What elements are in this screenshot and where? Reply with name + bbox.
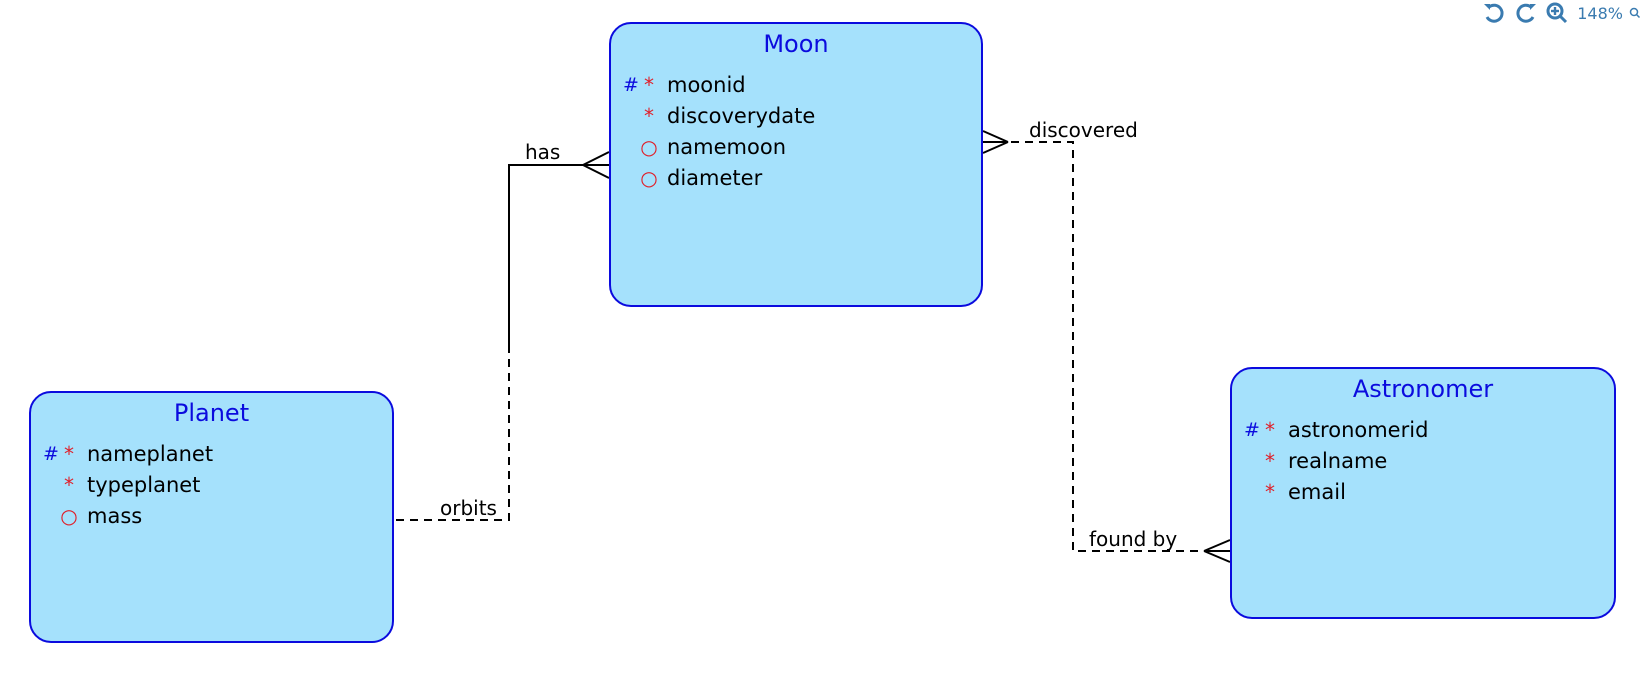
discovered-dashed-segment (983, 141, 1230, 552)
crowfoot-moon-discovered (982, 130, 1009, 154)
redo-icon[interactable] (1513, 1, 1539, 25)
attribute-row[interactable]: # * astronomerid (1232, 415, 1614, 446)
entity-planet[interactable]: Planet # * nameplanet * typeplanet ○ mas… (29, 391, 394, 643)
attribute-list: # * astronomerid * realname * email (1232, 415, 1614, 508)
relationship-label-found-by: found by (1089, 527, 1178, 551)
crowfoot-astronomer-foundby (1203, 539, 1231, 563)
attribute-row[interactable]: # * nameplanet (31, 439, 392, 470)
primary-key-marker: # (623, 74, 639, 96)
undo-icon[interactable] (1481, 1, 1507, 25)
attribute-row[interactable]: * discoverydate (611, 101, 981, 132)
attribute-name: astronomerid (1288, 418, 1429, 442)
attribute-name: namemoon (667, 135, 787, 159)
relationship-label-discovered: discovered (1029, 118, 1138, 142)
relationship-label-has: has (525, 140, 561, 164)
primary-key-marker: # (1244, 419, 1260, 441)
zoom-in-icon[interactable] (1545, 1, 1569, 25)
entity-astronomer[interactable]: Astronomer # * astronomerid * realname *… (1230, 367, 1616, 619)
mandatory-marker: * (644, 104, 654, 128)
attribute-row[interactable]: * realname (1232, 446, 1614, 477)
optional-marker: ○ (60, 504, 78, 528)
mandatory-marker: * (64, 442, 74, 466)
attribute-row[interactable]: ○ diameter (611, 163, 981, 194)
attribute-name: nameplanet (87, 442, 214, 466)
mandatory-marker: * (1265, 418, 1275, 442)
attribute-name: mass (87, 504, 143, 528)
zoom-out-icon[interactable] (1629, 1, 1641, 25)
attribute-name: moonid (667, 73, 746, 97)
entity-title: Moon (763, 30, 829, 58)
attribute-row[interactable]: ○ namemoon (611, 132, 981, 163)
attribute-name: diameter (667, 166, 763, 190)
attribute-list: # * moonid * discoverydate ○ namemoon ○ … (611, 70, 981, 194)
orbits-dashed-segment (393, 345, 510, 521)
primary-key-marker: # (43, 443, 59, 465)
attribute-name: typeplanet (87, 473, 201, 497)
attribute-row[interactable]: * typeplanet (31, 470, 392, 501)
attribute-name: discoverydate (667, 104, 816, 128)
mandatory-marker: * (1265, 449, 1275, 473)
zoom-level: 148% (1577, 3, 1623, 23)
attribute-row[interactable]: * email (1232, 477, 1614, 508)
attribute-name: realname (1288, 449, 1388, 473)
attribute-row[interactable]: ○ mass (31, 501, 392, 532)
crowfoot-moon-has (582, 151, 610, 179)
relationship-label-orbits: orbits (440, 496, 497, 520)
optional-marker: ○ (640, 135, 658, 159)
entity-title: Planet (173, 399, 250, 427)
optional-marker: ○ (640, 166, 658, 190)
mandatory-marker: * (644, 73, 654, 97)
entity-moon[interactable]: Moon # * moonid * discoverydate ○ namemo… (609, 22, 983, 307)
attribute-name: email (1288, 480, 1346, 504)
attribute-list: # * nameplanet * typeplanet ○ mass (31, 439, 392, 532)
connector-has-orbits[interactable] (393, 151, 610, 521)
mandatory-marker: * (64, 473, 74, 497)
attribute-row[interactable]: # * moonid (611, 70, 981, 101)
connector-discovered-foundby[interactable] (982, 130, 1231, 563)
entity-title: Astronomer (1352, 375, 1494, 403)
zoom-toolbar: 148% (1481, 0, 1641, 26)
has-solid-segment (508, 164, 609, 345)
mandatory-marker: * (1265, 480, 1275, 504)
